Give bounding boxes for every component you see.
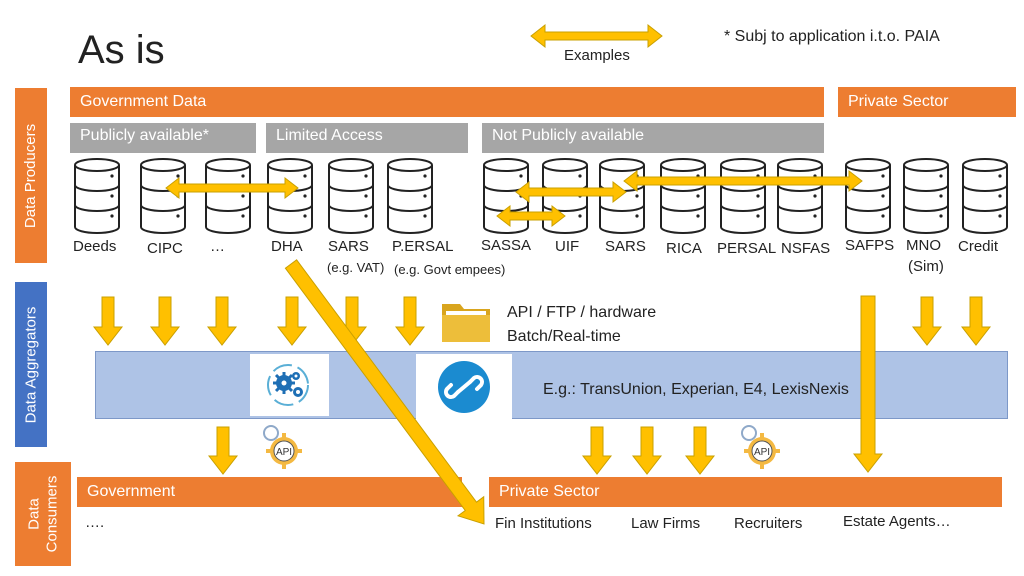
db-label-cipc: CIPC [147,240,183,257]
db-sublabel-sars-vat: (e.g. VAT) [327,260,385,275]
db-label-persal: PERSAL [717,240,777,257]
channel-line2: Batch/Real-time [507,328,621,345]
db-sublabel-persal-govt: (e.g. Govt empees) [394,262,506,277]
svg-text:API: API [754,447,770,458]
down-arrow-to-aggregator [276,296,308,346]
legend-examples-label: Examples [564,47,630,64]
db-label-sars: SARS [605,238,646,255]
database-icon-safps [845,158,891,234]
database-icon-deeds [74,158,120,234]
consumer-law-firms: Law Firms [631,515,701,532]
database-icon-nsfas [777,158,823,234]
database-icon-ellipsis [205,158,251,234]
down-arrow-to-consumer [581,426,613,475]
db-label-sars-vat: SARS [328,238,369,255]
database-icon-persal-govt [387,158,433,234]
database-icon-uif [542,158,588,234]
down-arrow-to-consumer [207,426,239,475]
page-title: As is [78,28,165,72]
exchange-arrow-sassa-sars [515,180,627,204]
db-label-deeds: Deeds [73,238,117,255]
api-icon: API [731,423,781,469]
side-label-aggregators: Data Aggregators [15,282,47,447]
down-arrow-to-consumer [684,426,716,475]
gears-icon [250,354,329,416]
database-icon-mno [903,158,949,234]
database-icon-credit [962,158,1008,234]
svg-text:API: API [276,447,292,458]
arrow-safps-to-estate-agents [852,295,884,473]
db-sublabel-mno: (Sim) [908,258,944,275]
aggregator-examples: E.g.: TransUnion, Experian, E4, LexisNex… [543,381,849,398]
db-label-rica: RICA [666,240,702,257]
db-label-safps: SAFPS [845,237,895,254]
db-label-sassa: SASSA [481,237,532,254]
down-arrow-to-aggregator [394,296,426,346]
consumer-government-header: Government [77,477,462,507]
database-icon-rica [660,158,706,234]
header-government-data: Government Data [70,87,824,117]
database-icon-persal [720,158,766,234]
exchange-arrow-sassa-uif [496,204,566,228]
consumer-government-items: …. [85,514,105,531]
header-private-sector: Private Sector [838,87,1016,117]
consumer-fin-institutions: Fin Institutions [495,515,592,532]
consumer-recruiters: Recruiters [734,515,803,532]
down-arrow-to-aggregator [149,296,181,346]
arrow-dha-to-fin-institutions [284,259,485,525]
db-label-credit: Credit [958,238,999,255]
db-label-dha: DHA [271,238,303,255]
db-label-nsfas: NSFAS [781,240,831,257]
down-arrow-to-aggregator [911,296,943,346]
side-label-producers: Data Producers [15,88,47,263]
header-publicly-available: Publicly available* [70,123,256,153]
channel-line1: API / FTP / hardware [507,304,657,321]
down-arrow-to-aggregator [92,296,124,346]
db-label-persal-govt: P.ERSAL [392,238,454,255]
api-icon: API [253,423,303,469]
down-arrow-to-aggregator [206,296,238,346]
consumer-estate-agents: Estate Agents… [843,513,951,530]
database-icon-dha [267,158,313,234]
exchange-arrow-cipc-dha [165,176,299,200]
consumer-private-sector-header: Private Sector [489,477,1002,507]
down-arrow-to-consumer [631,426,663,475]
db-label-ellipsis: … [210,238,225,255]
legend-arrow [530,23,663,49]
db-label-uif: UIF [555,238,580,255]
header-not-publicly-available: Not Publicly available [482,123,824,153]
header-limited-access: Limited Access [266,123,468,153]
down-arrow-to-aggregator [960,296,992,346]
db-label-mno: MNO [906,237,941,254]
link-icon [416,354,512,420]
database-icon-sars-vat [328,158,374,234]
aggregator-band [95,351,1008,419]
exchange-arrow-sars-safps [623,169,863,193]
paia-note: * Subj to application i.t.o. PAIA [724,28,940,45]
folder-icon [440,298,492,344]
